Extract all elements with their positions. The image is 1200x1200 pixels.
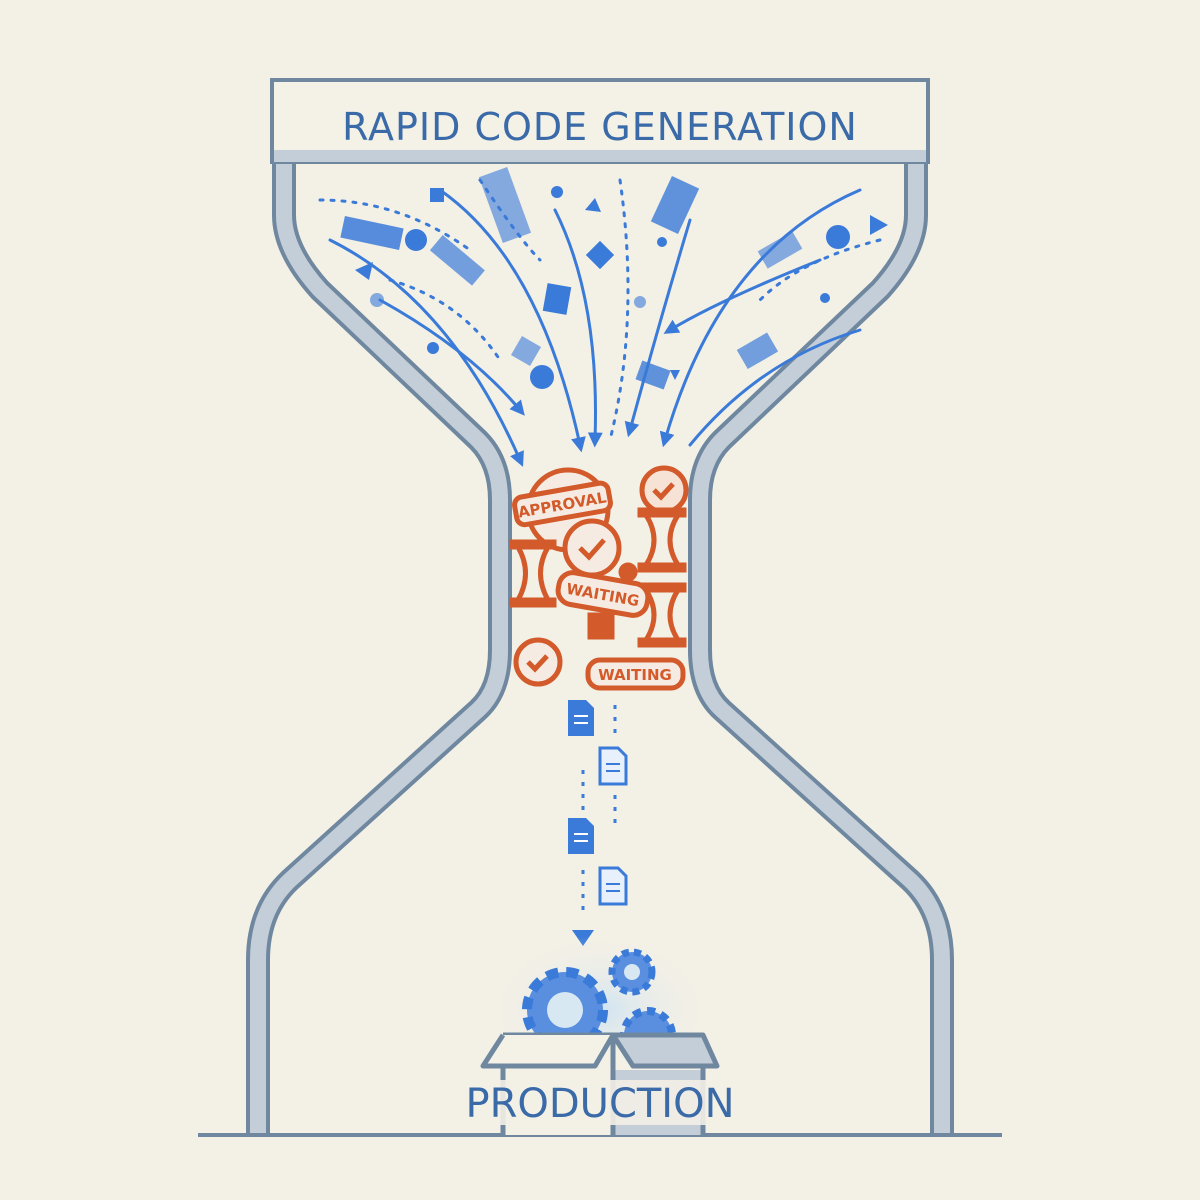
check-circle-icon <box>639 465 689 515</box>
flow-dots <box>388 278 502 362</box>
flow-arrow <box>624 218 692 438</box>
waiting-label: WAITING <box>598 666 672 684</box>
approval-tag <box>512 480 613 528</box>
document-trickle <box>568 700 628 946</box>
flow-arrow <box>438 188 586 453</box>
header-title: RAPID CODE GENERATION <box>342 105 858 149</box>
gear-icon <box>608 948 656 996</box>
document-icon <box>598 866 628 906</box>
hourglass-icon <box>509 539 557 608</box>
production-box: PRODUCTION <box>450 935 750 1135</box>
flow-arrow <box>663 258 822 334</box>
hourglass-icon <box>637 582 687 648</box>
flow-dots <box>318 198 472 252</box>
document-icon <box>598 746 628 786</box>
code-flow-streams <box>318 178 882 467</box>
check-circle-icon <box>513 637 563 687</box>
waiting-tag <box>585 657 686 691</box>
header-box: RAPID CODE GENERATION <box>270 78 930 164</box>
flow-dots <box>758 238 882 302</box>
waiting-tag <box>555 570 651 618</box>
hourglass-icon <box>637 507 687 573</box>
gear-icon <box>522 967 608 1053</box>
flow-arrow <box>378 298 525 416</box>
flow-arrow <box>328 238 524 467</box>
check-circle-icon <box>562 518 622 578</box>
flow-arrow <box>688 328 862 447</box>
production-label: PRODUCTION <box>465 1081 734 1127</box>
document-icon <box>568 818 594 854</box>
bottleneck-cluster <box>509 465 689 691</box>
flow-arrow <box>608 178 630 442</box>
document-icon <box>568 700 594 736</box>
code-blocks <box>340 166 888 390</box>
flow-arrow <box>553 208 603 448</box>
flow-arrow <box>659 188 862 448</box>
hourglass-walls <box>246 164 954 1133</box>
